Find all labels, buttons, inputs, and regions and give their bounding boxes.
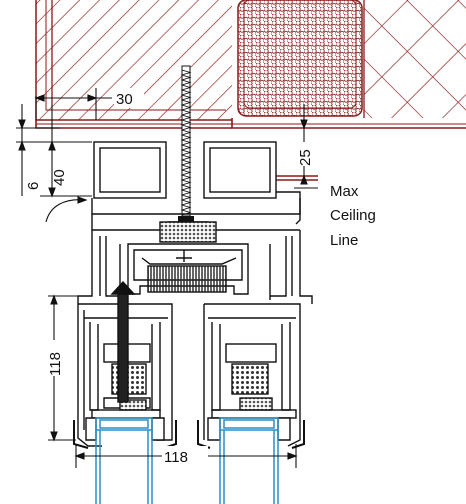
dimension-25: 25 [297, 149, 314, 166]
dimension-6: 6 [25, 182, 42, 190]
glazing [95, 417, 279, 504]
head-track [77, 141, 313, 304]
dimension-lines [16, 88, 318, 468]
dimension-40: 40 [51, 169, 68, 186]
fixing-screw [178, 65, 194, 222]
annotation-line: Line [330, 232, 358, 249]
right-sash [197, 303, 305, 449]
dimension-118-horizontal: 118 [164, 449, 188, 466]
ceiling-structure [35, 0, 466, 181]
left-sash [73, 280, 177, 449]
dimension-118-vertical: 118 [47, 352, 64, 376]
dimension-30: 30 [116, 91, 133, 108]
annotation-max: Max [330, 183, 359, 200]
annotation-ceiling: Ceiling [330, 207, 376, 224]
